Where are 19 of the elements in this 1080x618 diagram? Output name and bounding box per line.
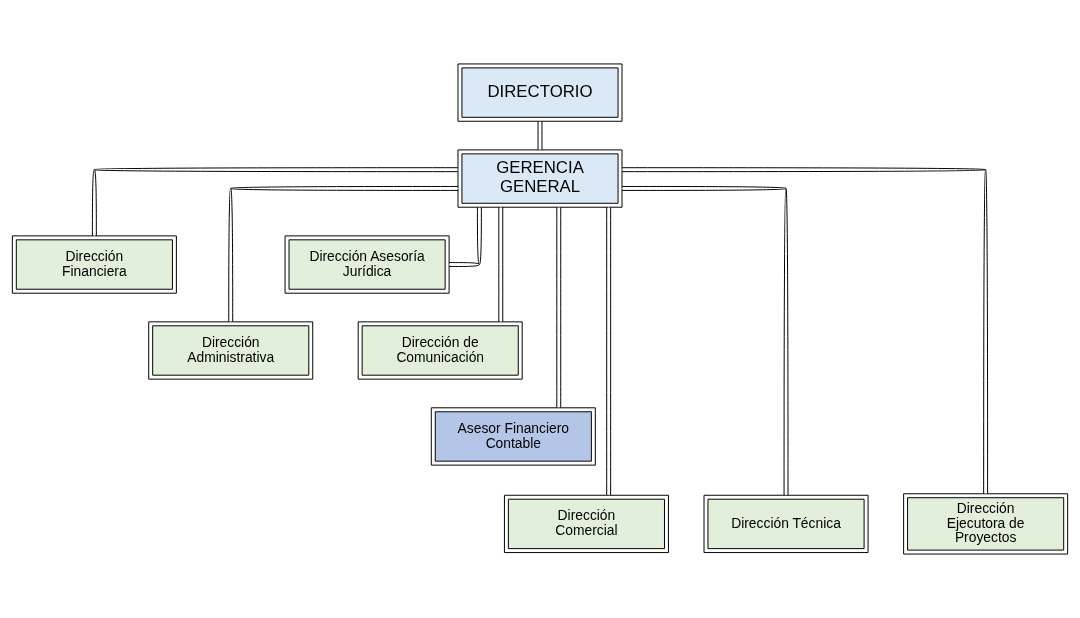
connector — [621, 186, 789, 496]
connector — [448, 207, 482, 267]
node-box: Asesor Financiero Contable — [430, 407, 596, 466]
node-box: GERENCIA GENERAL — [457, 149, 623, 208]
node-box: Dirección Financiera — [11, 235, 177, 294]
connector — [91, 167, 459, 237]
node-box: Dirección Ejecutora de Proyectos — [903, 493, 1069, 555]
node-box: Dirección Comercial — [503, 494, 669, 554]
connector — [606, 206, 612, 496]
connector — [498, 206, 504, 323]
connector — [537, 121, 543, 151]
node-box: Dirección Asesoría Jurídica — [284, 235, 450, 294]
node-box: Dirección Administrativa — [148, 321, 314, 380]
node-box: DIRECTORIO — [457, 63, 623, 122]
connector — [621, 167, 989, 495]
connector — [556, 206, 562, 408]
connector — [228, 186, 459, 323]
node-box: Dirección Técnica — [703, 494, 869, 554]
node-box: Dirección de Comunicación — [357, 321, 523, 380]
